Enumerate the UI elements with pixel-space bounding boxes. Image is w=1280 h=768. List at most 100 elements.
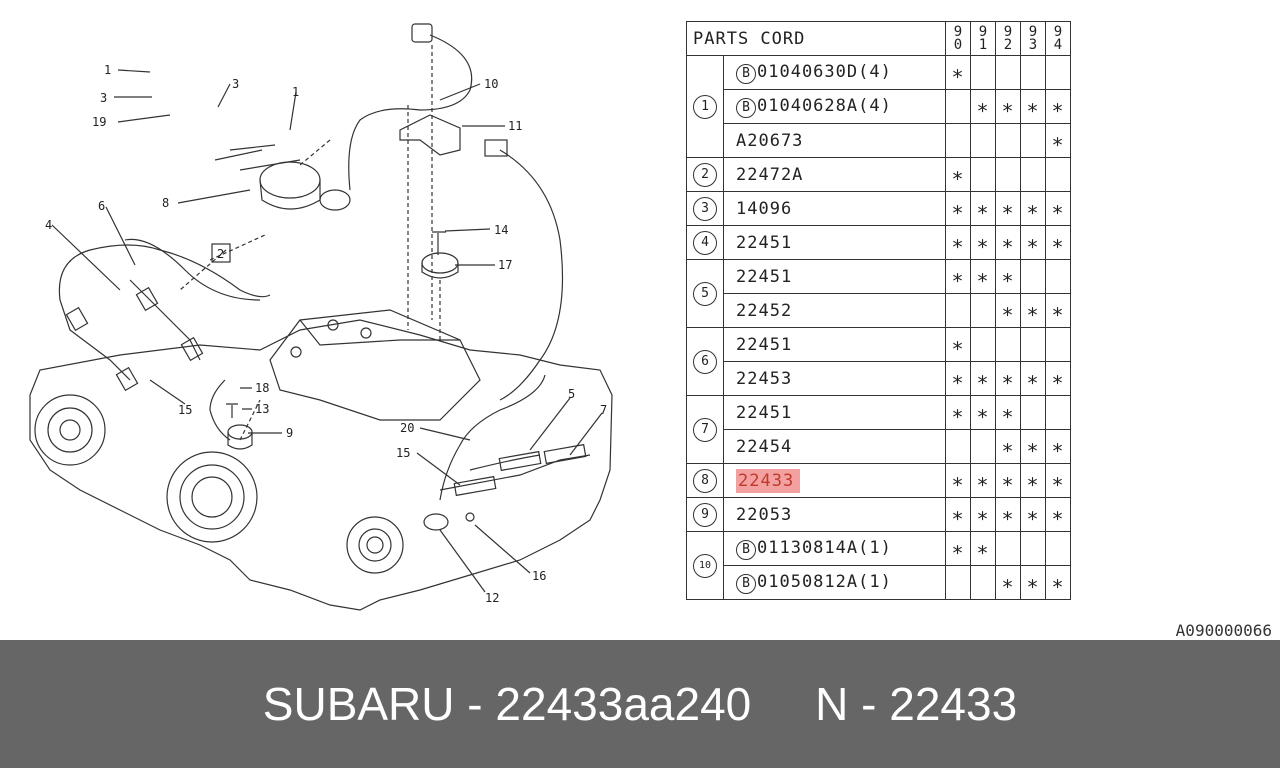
applicable-mark: ∗	[1026, 502, 1040, 527]
part-code[interactable]: 22454	[736, 436, 793, 457]
part-code[interactable]: 01040628A(4)	[757, 95, 892, 116]
applicable-mark: ∗	[1026, 366, 1040, 391]
bolt-badge: B	[736, 63, 756, 84]
ref-number-cell: 6	[686, 327, 724, 396]
callout-label: 20	[400, 421, 414, 435]
ref-number: 8	[693, 468, 717, 493]
applicable-mark: ∗	[1001, 366, 1015, 391]
year-mark-cell: ∗	[1045, 123, 1071, 158]
year-mark-cell: ∗	[995, 89, 1021, 124]
year-mark-cell: ∗	[970, 225, 996, 260]
callout-label: 19	[92, 115, 106, 129]
applicable-mark: ∗	[1001, 570, 1015, 595]
year-mark-cell: ∗	[995, 361, 1021, 396]
ref-number-cell: 10	[686, 531, 724, 600]
part-code[interactable]: 01130814A(1)	[757, 537, 892, 558]
part-code[interactable]: 14096	[736, 198, 793, 219]
applicable-mark: ∗	[1001, 298, 1015, 323]
part-code[interactable]: 22472A	[736, 164, 804, 185]
ref-number: 3	[693, 196, 717, 221]
applicable-mark: ∗	[976, 536, 990, 561]
ref-number: 1	[693, 94, 717, 119]
year-mark-cell: ∗	[995, 497, 1021, 532]
ref-number-cell: 1	[686, 55, 724, 158]
year-mark-cell	[1045, 157, 1071, 192]
part-code[interactable]: 22453	[736, 368, 793, 389]
callout-label: 3	[100, 91, 107, 105]
applicable-mark: ∗	[1001, 400, 1015, 425]
part-code-highlighted[interactable]: 22433	[736, 468, 801, 493]
year-mark-cell: ∗	[995, 565, 1021, 600]
footer-banner: SUBARU - 22433aa240 N - 22433	[0, 640, 1280, 768]
year-mark-cell	[1045, 55, 1071, 90]
year-mark-cell: ∗	[945, 157, 971, 192]
part-code[interactable]: 22452	[736, 300, 793, 321]
applicable-mark: ∗	[1001, 94, 1015, 119]
applicable-mark: ∗	[1026, 94, 1040, 119]
callout-label: 8	[162, 196, 169, 210]
year-mark-cell	[995, 55, 1021, 90]
table-title: PARTS CORD	[686, 21, 946, 56]
applicable-mark: ∗	[951, 332, 965, 357]
year-mark-cell: ∗	[970, 395, 996, 430]
part-code[interactable]: 22451	[736, 232, 793, 253]
applicable-mark: ∗	[1051, 502, 1065, 527]
part-code-cell: 22451	[723, 225, 946, 260]
year-mark-cell: ∗	[970, 497, 996, 532]
applicable-mark: ∗	[1001, 264, 1015, 289]
year-mark-cell: ∗	[945, 395, 971, 430]
applicable-mark: ∗	[1051, 468, 1065, 493]
ref-number-cell: 3	[686, 191, 724, 226]
applicable-mark: ∗	[1026, 434, 1040, 459]
applicable-mark: ∗	[1026, 298, 1040, 323]
reference-code: A090000066	[1175, 621, 1272, 640]
year-mark-cell	[1020, 157, 1046, 192]
applicable-mark: ∗	[976, 264, 990, 289]
applicable-mark: ∗	[1026, 468, 1040, 493]
applicable-mark: ∗	[1026, 570, 1040, 595]
year-mark-cell	[970, 327, 996, 362]
callout-label: 17	[498, 258, 512, 272]
part-code-cell: 22451	[723, 395, 946, 430]
year-mark-cell	[970, 565, 996, 600]
year-mark-cell	[1045, 531, 1071, 566]
part-code[interactable]: 22053	[736, 504, 793, 525]
part-code[interactable]: 22451	[736, 334, 793, 355]
part-code[interactable]: A20673	[736, 130, 804, 151]
year-mark-cell: ∗	[1020, 565, 1046, 600]
year-mark-cell: ∗	[970, 531, 996, 566]
year-mark-cell: ∗	[945, 327, 971, 362]
applicable-mark: ∗	[951, 468, 965, 493]
part-code[interactable]: 22451	[736, 402, 793, 423]
callout-label: 2	[217, 247, 224, 261]
year-mark-cell: ∗	[945, 259, 971, 294]
table-row: 22452∗∗∗	[687, 293, 1071, 328]
applicable-mark: ∗	[951, 162, 965, 187]
table-row: A20673 ∗	[687, 123, 1071, 158]
year-mark-cell	[970, 123, 996, 158]
part-code[interactable]: 01040630D(4)	[757, 61, 892, 82]
ref-number-cell: 9	[686, 497, 724, 532]
year-mark-cell: ∗	[995, 395, 1021, 430]
applicable-mark: ∗	[976, 94, 990, 119]
applicable-mark: ∗	[951, 60, 965, 85]
part-code-cell: 22053	[723, 497, 946, 532]
part-code-cell: 22451	[723, 259, 946, 294]
part-code[interactable]: 01050812A(1)	[757, 571, 892, 592]
year-mark-cell: ∗	[945, 531, 971, 566]
applicable-mark: ∗	[951, 196, 965, 221]
year-mark-cell: ∗	[1045, 497, 1071, 532]
part-code[interactable]: 22451	[736, 266, 793, 287]
year-mark-cell	[970, 293, 996, 328]
